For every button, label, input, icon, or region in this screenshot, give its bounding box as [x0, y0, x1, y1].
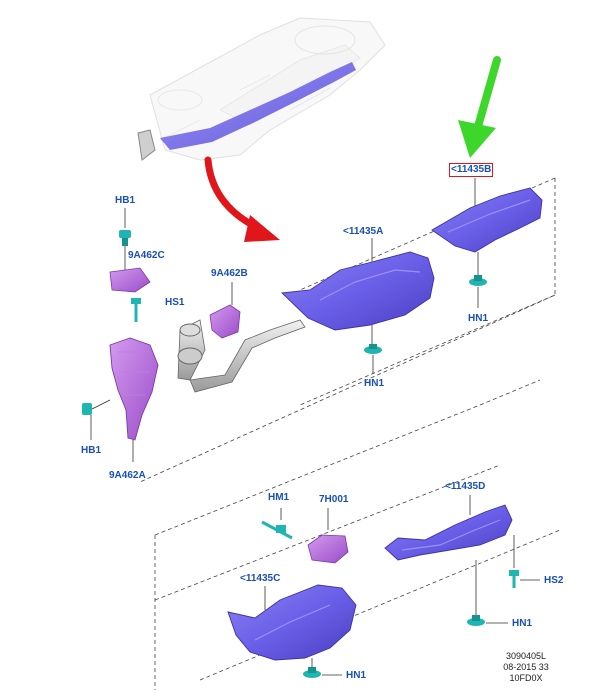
label-11435a: <11435A [343, 226, 384, 237]
heat-shield-11435b-group [431, 178, 543, 308]
reference-code-block: 3090405L 08-2015 33 10FD0X [486, 651, 566, 684]
label-hn1-b: HN1 [468, 313, 489, 324]
label-hn1-a: HN1 [364, 378, 385, 389]
manifold-heat-shield-9a462a [109, 337, 159, 441]
left-component-group [82, 208, 159, 462]
label-9a462b: 9A462B [211, 268, 248, 279]
heat-shield-11435c [227, 584, 357, 661]
green-arrow [458, 56, 501, 158]
heat-shield-11435a [280, 251, 435, 331]
label-hb1-top: HB1 [115, 195, 136, 206]
hn1-nut-a [364, 344, 382, 354]
heat-shield-11435d [384, 504, 513, 561]
hm1-stud [261, 508, 293, 540]
label-9a462c: 9A462C [128, 250, 165, 261]
bracket-9a462b [209, 304, 241, 339]
label-7h001: 7H001 [319, 494, 349, 505]
hs2-screw [509, 535, 540, 588]
bracket-7h001 [307, 534, 349, 564]
reference-line-2: 08-2015 33 [503, 662, 549, 672]
heat-shield-11435a-group [280, 238, 435, 374]
hb1-fastener-top [119, 208, 131, 246]
reference-line-1: 3090405L [505, 651, 547, 661]
hb1-fastener-bottom [82, 399, 111, 440]
reference-line-3: 10FD0X [509, 673, 543, 683]
label-11435c: <11435C [240, 573, 281, 584]
hn1-nut-c [303, 667, 321, 678]
lower-component-group [227, 495, 540, 678]
label-hm1: HM1 [268, 492, 290, 503]
vehicle-exhaust-highlight [137, 62, 356, 161]
red-arrow [204, 156, 280, 242]
vehicle-underbody [149, 17, 386, 161]
label-11435d: <11435D [445, 481, 486, 492]
hn1-nut-b [469, 275, 487, 286]
bracket-9a462b-group [209, 282, 241, 339]
label-hn1-d: HN1 [512, 618, 533, 629]
label-hs2: HS2 [544, 575, 564, 586]
label-11435b-highlighted: <11435B [449, 163, 494, 177]
heat-shield-11435b [431, 187, 543, 253]
hs1-screw [131, 298, 141, 322]
exhaust-pipe-assembly [177, 319, 306, 393]
hn1-nut-d [467, 615, 485, 626]
label-hn1-c: HN1 [346, 670, 367, 681]
bracket-9a462c [109, 267, 151, 293]
label-hb1-bottom: HB1 [81, 445, 102, 456]
label-9a462a: 9A462A [109, 470, 146, 481]
label-hs1: HS1 [165, 297, 185, 308]
